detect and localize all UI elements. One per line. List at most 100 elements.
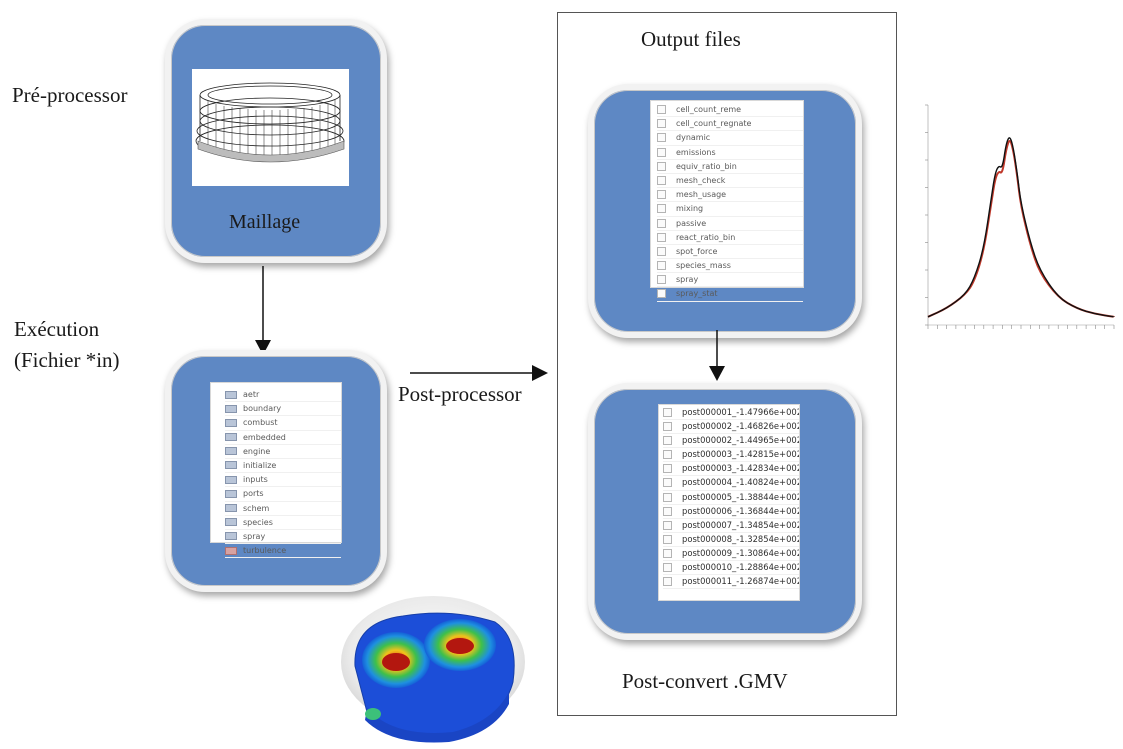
chart-axes bbox=[927, 105, 1114, 326]
checkbox-icon bbox=[657, 218, 666, 228]
file-item: emissions bbox=[657, 146, 803, 160]
file-name: cell_count_reme bbox=[676, 105, 742, 114]
checkbox-icon bbox=[657, 204, 666, 214]
file-name: post000003_-1.42834e+002 bbox=[682, 463, 799, 474]
file-item: aetr bbox=[225, 388, 341, 403]
file-icon bbox=[225, 489, 237, 498]
file-icon bbox=[225, 518, 237, 527]
checkbox-icon bbox=[663, 577, 672, 587]
file-item: post000010_-1.28864e+002 bbox=[663, 561, 799, 576]
file-item: ports bbox=[225, 487, 341, 502]
file-name: species bbox=[243, 517, 273, 527]
file-icon bbox=[225, 461, 237, 470]
checkbox-icon bbox=[657, 133, 666, 143]
file-item: spray bbox=[225, 530, 341, 545]
file-name: inputs bbox=[243, 475, 268, 485]
checkbox-icon bbox=[657, 275, 666, 285]
file-item: embedded bbox=[225, 431, 341, 445]
file-icon bbox=[225, 546, 237, 555]
file-name: post000009_-1.30864e+002 bbox=[682, 547, 799, 558]
file-item: engine bbox=[225, 445, 341, 459]
file-name: passive bbox=[676, 218, 707, 228]
checkbox-icon bbox=[663, 464, 672, 474]
checkbox-icon bbox=[663, 563, 672, 573]
file-item: post000003_-1.42834e+002 bbox=[663, 462, 799, 477]
file-name: spray bbox=[676, 275, 699, 285]
file-item: dynamic bbox=[657, 131, 803, 146]
file-name: post000010_-1.28864e+002 bbox=[682, 562, 799, 573]
file-name: species_mass bbox=[676, 261, 731, 271]
file-item: post000003_-1.42815e+002 bbox=[663, 448, 799, 463]
checkbox-icon bbox=[657, 105, 666, 114]
checkbox-icon bbox=[657, 232, 666, 242]
checkbox-icon bbox=[663, 548, 672, 558]
arrow-down-icon bbox=[709, 330, 725, 381]
file-item: species_mass bbox=[657, 259, 803, 274]
file-name: aetr bbox=[243, 390, 260, 399]
checkbox-icon bbox=[657, 246, 666, 256]
file-name: mesh_usage bbox=[676, 190, 727, 200]
checkbox-icon bbox=[657, 119, 666, 129]
file-name: spray bbox=[243, 531, 266, 541]
file-icon bbox=[225, 532, 237, 541]
file-name: emissions bbox=[676, 147, 716, 157]
checkbox-icon bbox=[657, 161, 666, 171]
file-name: boundary bbox=[243, 404, 282, 414]
file-name: post000006_-1.36844e+002 bbox=[682, 505, 799, 516]
checkbox-icon bbox=[657, 175, 666, 185]
file-item: mesh_usage bbox=[657, 188, 803, 203]
checkbox-icon bbox=[663, 478, 672, 488]
file-name: cell_count_regnate bbox=[676, 119, 752, 129]
file-icon bbox=[225, 390, 237, 399]
checkbox-icon bbox=[657, 289, 666, 299]
file-name: schem bbox=[243, 503, 270, 513]
checkbox-icon bbox=[663, 534, 672, 544]
file-name: spray_stat bbox=[676, 289, 718, 299]
checkbox-icon bbox=[663, 450, 672, 460]
file-item: spray_stat bbox=[657, 287, 803, 302]
checkbox-icon bbox=[663, 408, 672, 417]
engine-combustion-image bbox=[341, 596, 525, 743]
file-item: mixing bbox=[657, 202, 803, 217]
file-icon bbox=[225, 504, 237, 512]
file-item: post000005_-1.38844e+002 bbox=[663, 491, 799, 505]
file-name: post000001_-1.47966e+002 bbox=[682, 407, 799, 417]
file-icon bbox=[225, 433, 237, 442]
execution-label: Exécution bbox=[14, 317, 100, 341]
arrow-right-icon bbox=[410, 365, 548, 381]
file-name: post000002_-1.44965e+002 bbox=[682, 435, 799, 446]
file-name: embedded bbox=[243, 432, 286, 442]
execution-file-label: (Fichier *in) bbox=[14, 348, 120, 372]
file-icon bbox=[225, 475, 237, 484]
file-name: dynamic bbox=[676, 133, 711, 143]
file-item: post000008_-1.32854e+002 bbox=[663, 533, 799, 547]
file-item: passive bbox=[657, 217, 803, 231]
file-item: spot_force bbox=[657, 245, 803, 260]
pressure-curve-chart bbox=[925, 104, 1115, 329]
file-name: react_ratio_bin bbox=[676, 232, 736, 242]
file-item: initialize bbox=[225, 459, 341, 474]
file-name: ports bbox=[243, 489, 264, 499]
series-black-line bbox=[927, 137, 1115, 318]
file-name: post000007_-1.34854e+002 bbox=[682, 519, 799, 530]
file-name: mesh_check bbox=[676, 175, 726, 185]
file-item: species bbox=[225, 516, 341, 530]
checkbox-icon bbox=[663, 520, 672, 530]
file-name: post000003_-1.42815e+002 bbox=[682, 449, 799, 460]
file-name: initialize bbox=[243, 460, 277, 470]
file-item: react_ratio_bin bbox=[657, 231, 803, 245]
file-item: equiv_ratio_bin bbox=[657, 160, 803, 174]
file-item: schem bbox=[225, 502, 341, 516]
postconvert-label: Post-convert .GMV bbox=[622, 669, 788, 693]
file-item: post000011_-1.26874e+002 bbox=[663, 575, 799, 590]
postprocessor-label: Post-processor bbox=[398, 382, 522, 406]
file-name: combust bbox=[243, 418, 278, 428]
file-item: cell_count_reme bbox=[657, 103, 803, 118]
arrow-down-icon bbox=[255, 266, 271, 355]
file-item: post000002_-1.44965e+002 bbox=[663, 434, 799, 449]
